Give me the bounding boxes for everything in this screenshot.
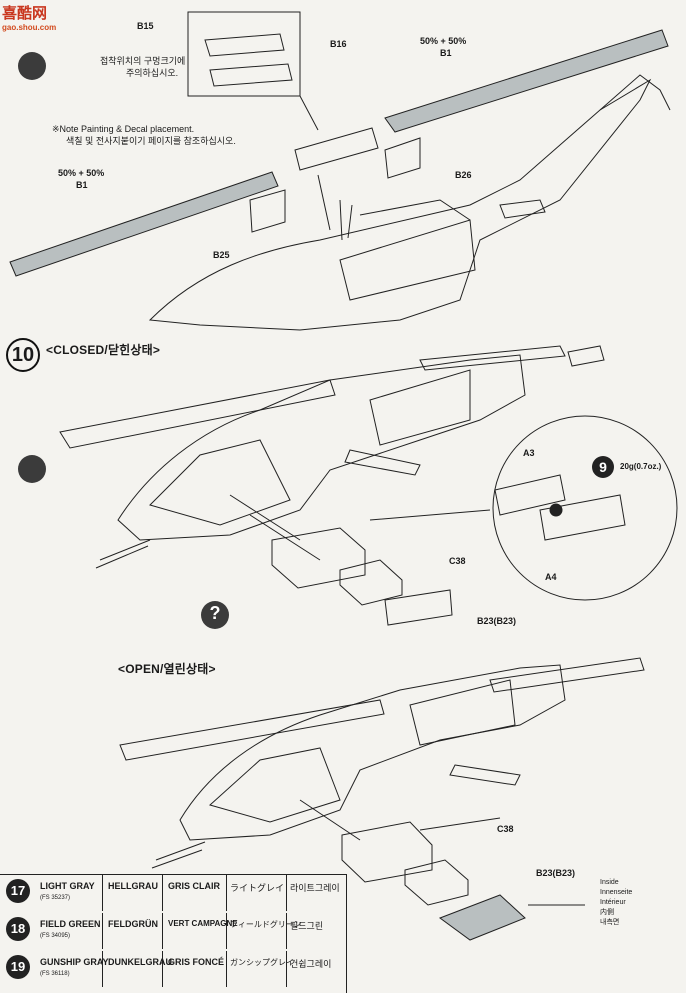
legend-fs: (FS 36118) <box>40 971 70 977</box>
part-label-b23-open: B23(B23) <box>536 868 576 878</box>
inside-label-de: Innenseite <box>600 889 633 896</box>
decal-note-line1: ※Note Painting & Decal placement. <box>52 124 195 134</box>
ammo-door-open <box>438 894 526 941</box>
inside-legend: Inside Innenseite Intérieur 内側 내측면 <box>600 878 632 928</box>
ammo-box-open <box>341 821 433 883</box>
legend-jp: ガンシップグレイ <box>230 958 294 967</box>
ammo-box-closed <box>271 527 366 589</box>
open-state-label: <OPEN/열린상태> <box>118 662 216 676</box>
legend-row: 19 GUNSHIP GRAY (FS 36118) DUNKELGRAU GR… <box>0 951 346 987</box>
legend-en: LIGHT GRAY <box>40 881 95 891</box>
inside-label-jp: 内側 <box>600 909 614 916</box>
legend-de: FELDGRÜN <box>108 919 158 929</box>
decal-note-line2: 색칠 및 전사지붙이기 페이지를 참조하십시오. <box>66 136 236 146</box>
part-label-c38-closed: C38 <box>449 556 466 566</box>
legend-jp: フィールドグリーン <box>230 920 302 929</box>
paint-mix-left: 50% + 50% <box>58 168 105 178</box>
rotor-blade-low-right <box>489 657 645 693</box>
part-label-b15: B15 <box>137 21 154 31</box>
closed-state-label: <CLOSED/닫힌상태> <box>46 343 161 357</box>
weight-inset-circle <box>492 415 678 601</box>
legend-en: FIELD GREEN <box>40 919 101 929</box>
legend-en: GUNSHIP GRAY <box>40 957 109 967</box>
inside-label-fr: Intérieur <box>600 899 626 906</box>
legend-fr: VERT CAMPAGNE <box>168 919 238 928</box>
legend-row: 18 FIELD GREEN (FS 34095) FELDGRÜN VERT … <box>0 913 346 949</box>
legend-fs: (FS 35237) <box>40 895 71 901</box>
legend-de: HELLGRAU <box>108 881 158 891</box>
legend-kr: 건쉽그레이 <box>290 959 332 969</box>
part-label-a3: A3 <box>523 448 535 458</box>
rotor-blade-low-left <box>119 699 385 761</box>
color-legend: 17 LIGHT GRAY (FS 35237) HELLGRAU GRIS C… <box>0 874 347 993</box>
legend-color-number: 18 <box>6 917 30 941</box>
watermark-text: 喜酷网 <box>2 5 48 22</box>
part-label-b16: B16 <box>330 39 347 49</box>
legend-row: 17 LIGHT GRAY (FS 35237) HELLGRAU GRIS C… <box>0 875 346 911</box>
glue-note-line1: 접착위치의 구멍크기에 <box>100 56 186 66</box>
legend-fs: (FS 34095) <box>40 933 71 939</box>
legend-kr: 필드그린 <box>290 921 324 931</box>
part-label-b26: B26 <box>455 170 472 180</box>
watermark-url: gao.shou.com <box>2 23 57 32</box>
glue-icon <box>18 455 46 483</box>
glue-note-line2: 주의하십시오. <box>126 68 179 78</box>
legend-de: DUNKELGRAU <box>108 957 172 967</box>
step-number: 10 <box>6 338 40 372</box>
legend-fr: GRIS FONCÉ <box>168 957 225 967</box>
rotor-hub <box>294 127 379 171</box>
part-label-c38-open: C38 <box>497 824 514 834</box>
question-icon: ? <box>201 601 229 629</box>
watermark-logo: 喜酷网 gao.shou.com <box>2 2 56 32</box>
paint-mix-right: 50% + 50% <box>420 36 467 46</box>
legend-jp: ライトグレイ <box>230 883 285 893</box>
part-label-a4: A4 <box>545 572 557 582</box>
rotor-blade-right <box>384 29 669 133</box>
part-label-b1-left: B1 <box>76 180 88 190</box>
weight-note: 20g(0.7oz.) <box>620 462 662 471</box>
inside-label-en: Inside <box>600 879 619 886</box>
legend-kr: 라이트그레이 <box>290 883 340 893</box>
part-label-b23-closed: B23(B23) <box>477 616 517 626</box>
part-label-b1-right: B1 <box>440 48 452 58</box>
weight-step-badge: 9 <box>592 456 614 478</box>
legend-color-number: 19 <box>6 955 30 979</box>
legend-fr: GRIS CLAIR <box>168 881 221 891</box>
glue-icon <box>18 52 46 80</box>
rotor-blade-left <box>9 171 279 277</box>
legend-color-number: 17 <box>6 879 30 903</box>
helicopter-top-body <box>148 78 652 331</box>
rotor-blade-mid-left <box>59 379 336 449</box>
helicopter-open-body <box>179 664 566 841</box>
part-label-b25: B25 <box>213 250 230 260</box>
inside-label-kr: 내측면 <box>600 919 620 926</box>
